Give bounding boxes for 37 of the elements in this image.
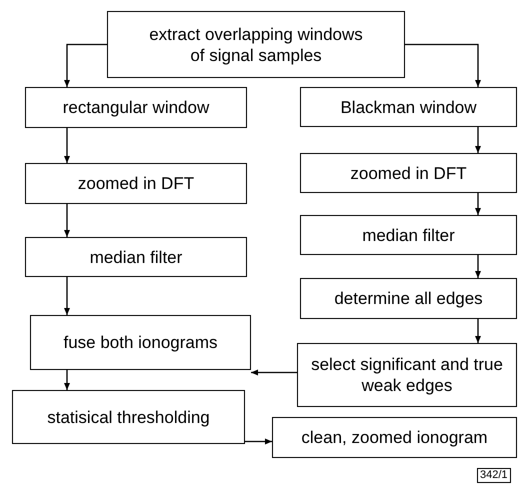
arrow xyxy=(64,128,70,163)
process-box xyxy=(25,163,247,204)
arrow xyxy=(64,277,70,315)
step-text: Blackman window xyxy=(340,96,477,118)
arrow xyxy=(475,255,481,278)
arrow xyxy=(475,193,481,215)
step-text: median filter xyxy=(362,224,455,246)
step-text: zoomed in DFT xyxy=(350,162,467,184)
step-text: median filter xyxy=(90,246,182,268)
arrow xyxy=(64,44,107,87)
arrow xyxy=(475,127,481,153)
process-box xyxy=(297,343,517,407)
arrow xyxy=(64,204,70,237)
figure-number: 342/1 xyxy=(477,468,511,483)
process-box xyxy=(300,153,517,193)
process-box xyxy=(25,87,247,128)
step-text: select significant and true weak edges xyxy=(310,354,504,396)
step-text: rectangular window xyxy=(62,97,210,118)
arrow xyxy=(405,44,481,87)
process-box xyxy=(107,11,405,78)
step-text: clean, zoomed ionogram xyxy=(301,427,488,448)
process-box xyxy=(300,87,517,127)
step-text: extract overlapping windows of signal samples xyxy=(148,24,364,66)
process-box xyxy=(300,278,517,319)
process-box xyxy=(12,390,245,444)
step-text: zoomed in DFT xyxy=(78,173,194,194)
arrow xyxy=(64,370,70,390)
process-box xyxy=(272,417,517,458)
step-text: statisical thresholding xyxy=(47,406,210,428)
step-text: fuse both ionograms xyxy=(63,332,218,353)
process-box xyxy=(25,237,247,277)
process-box xyxy=(300,215,517,255)
arrow xyxy=(251,370,297,376)
arrow xyxy=(475,319,481,343)
arrow xyxy=(245,438,272,444)
process-box xyxy=(30,315,251,370)
step-text: determine all edges xyxy=(334,288,483,309)
